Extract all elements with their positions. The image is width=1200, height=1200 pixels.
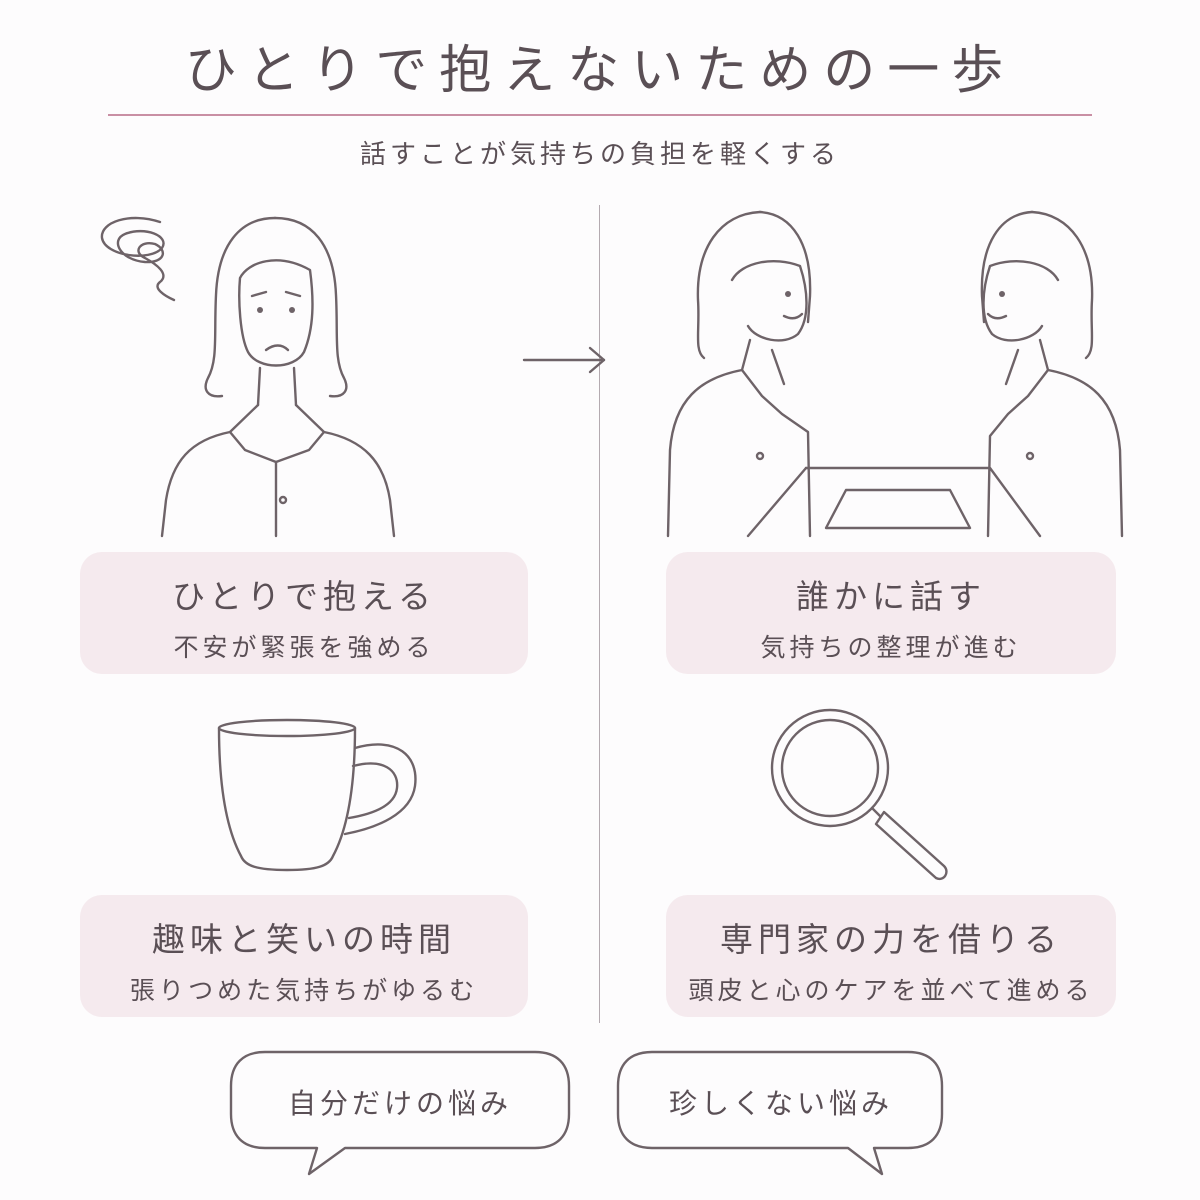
card-hobby: 趣味と笑いの時間 張りつめた気持ちがゆるむ xyxy=(80,895,528,1017)
speech-bubble-left xyxy=(229,1050,571,1176)
card-subtext: 張りつめた気持ちがゆるむ xyxy=(129,976,479,1005)
mug-icon xyxy=(217,718,417,872)
card-subtext: 頭皮と心のケアを並べて進める xyxy=(688,976,1094,1005)
card-talk: 誰かに話す 気持ちの整理が進む xyxy=(666,552,1116,674)
card-heading: 趣味と笑いの時間 xyxy=(152,920,456,959)
magnifying-glass-icon xyxy=(770,708,948,881)
card-subtext: 気持ちの整理が進む xyxy=(760,633,1022,662)
center-divider xyxy=(599,205,600,1023)
title-underline xyxy=(108,114,1092,116)
card-heading: 専門家の力を借りる xyxy=(720,920,1062,959)
card-alone: ひとりで抱える 不安が緊張を強める xyxy=(80,552,528,674)
card-subtext: 不安が緊張を強める xyxy=(173,633,435,662)
two-women-talking-icon xyxy=(666,210,1124,538)
page-subtitle: 話すことが気持ちの負担を軽くする xyxy=(359,140,840,170)
card-heading: ひとりで抱える xyxy=(171,577,437,616)
bubble-text-right: 珍しくない悩み xyxy=(668,1087,893,1120)
speech-bubble-right xyxy=(616,1050,944,1176)
page-title: ひとりで抱えないための一歩 xyxy=(184,41,1016,101)
stress-scribble-icon xyxy=(100,216,176,302)
worried-woman-icon xyxy=(100,216,396,538)
card-expert: 専門家の力を借りる 頭皮と心のケアを並べて進める xyxy=(666,895,1116,1017)
card-heading: 誰かに話す xyxy=(796,577,986,616)
arrow-right-icon xyxy=(522,346,606,374)
bubble-text-left: 自分だけの悩み xyxy=(287,1087,512,1120)
